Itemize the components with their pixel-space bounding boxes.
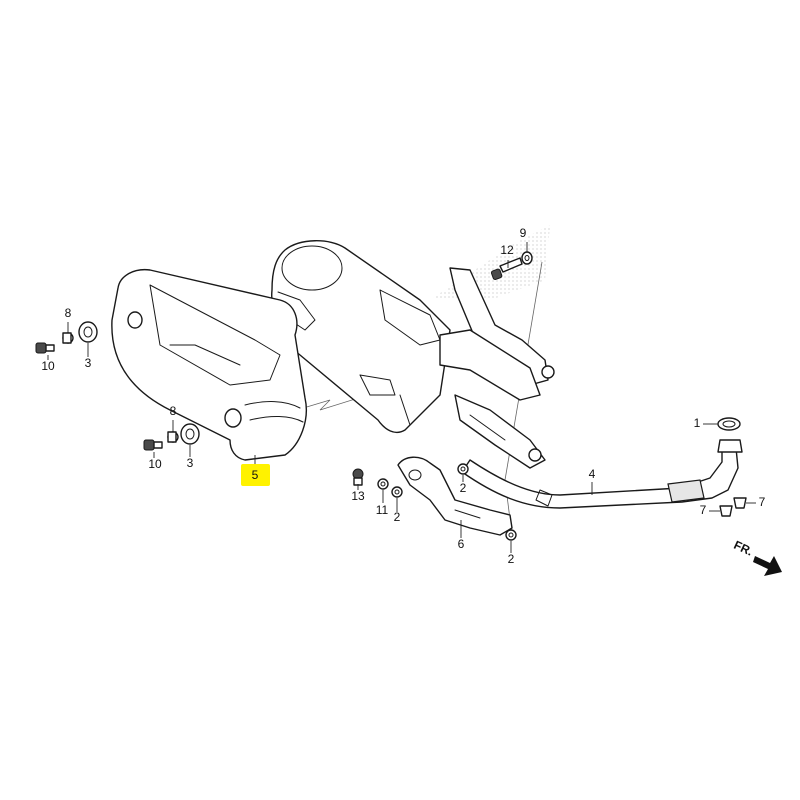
gasket-1 — [717, 417, 741, 431]
exhaust-pipe — [461, 439, 743, 509]
collar-8-upper — [62, 332, 74, 344]
collar-8-lower — [167, 431, 179, 443]
washer-11 — [377, 478, 389, 490]
bolt-13 — [352, 468, 364, 486]
collar-2-a — [391, 486, 403, 498]
callout-3-a: 3 — [85, 356, 92, 370]
front-direction-label: FR. — [732, 538, 755, 559]
callout-4: 4 — [589, 467, 596, 481]
shading-area — [430, 225, 550, 300]
callout-11: 11 — [376, 503, 389, 517]
lower-bracket — [397, 456, 513, 536]
callout-3-b: 3 — [187, 456, 194, 470]
callout-8-a: 8 — [65, 306, 72, 320]
fasteners — [35, 251, 747, 541]
callout-2-c: 2 — [508, 552, 515, 566]
nut-7-a — [733, 497, 747, 509]
highlight-marker — [241, 464, 270, 486]
washer-9 — [521, 251, 533, 265]
grommet-3-upper — [78, 321, 98, 343]
callout-12: 12 — [500, 243, 514, 257]
callout-1: 1 — [694, 416, 701, 430]
grommet-3-lower — [180, 423, 200, 445]
heat-shield — [111, 268, 307, 461]
callout-labels: 1 2 2 2 3 3 4 5 6 7 7 8 8 9 10 10 11 12 … — [41, 226, 765, 566]
front-direction-arrow-icon — [753, 556, 782, 576]
muffler-bracket-frame — [439, 267, 555, 469]
bolt-12 — [490, 257, 523, 281]
callout-7-a: 7 — [759, 495, 766, 509]
muffler — [271, 240, 451, 434]
callout-8-b: 8 — [170, 404, 177, 418]
callout-9: 9 — [520, 226, 527, 240]
callout-10-a: 10 — [41, 359, 55, 373]
callout-10-b: 10 — [148, 457, 162, 471]
bolt-10-upper — [35, 342, 55, 354]
callout-13: 13 — [351, 489, 365, 503]
nut-7-b — [719, 505, 733, 517]
callout-2-a: 2 — [394, 510, 401, 524]
collar-2-c — [505, 529, 517, 541]
collar-2-b — [457, 463, 469, 475]
leader-lines — [47, 242, 756, 553]
bolt-10-lower — [143, 439, 163, 451]
callout-6: 6 — [458, 537, 465, 551]
front-direction-indicator: FR. — [732, 538, 782, 576]
callout-7-b: 7 — [700, 503, 707, 517]
callout-2-b: 2 — [460, 481, 467, 495]
callout-5: 5 — [252, 468, 259, 482]
